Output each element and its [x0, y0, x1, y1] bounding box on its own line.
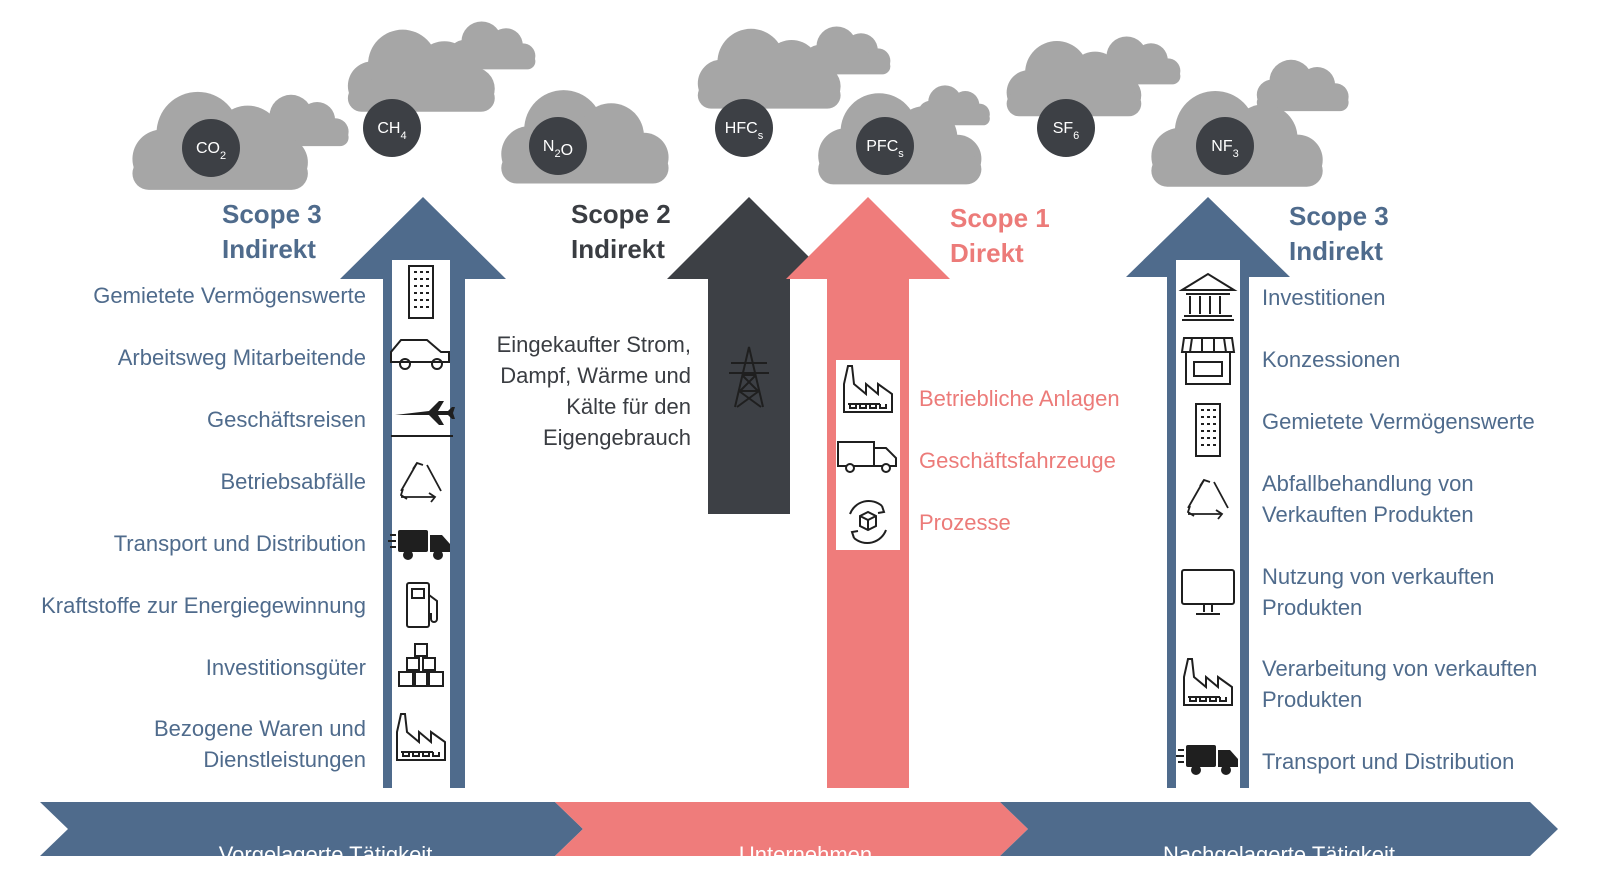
- scope3-left-item: Geschäftsreisen: [207, 407, 366, 432]
- power-pylon-icon: [723, 339, 775, 411]
- scope-title-line2: Indirekt: [222, 234, 316, 264]
- band-company: [555, 802, 1028, 856]
- scope-title-line2: Indirekt: [1289, 236, 1383, 266]
- band-downstream: [1000, 802, 1558, 856]
- band-upstream: [40, 802, 583, 856]
- svg-text:PFCs: PFCs: [866, 138, 904, 160]
- scope3-right-item: Verarbeitung von verkauften Produkten: [1262, 653, 1537, 715]
- left-icon-column: [387, 260, 455, 790]
- item-line1: Nutzung von verkauften: [1262, 564, 1495, 589]
- gas-circles: CO2 CH4 N2O HFCs PFCs SF6 NF3: [182, 99, 1254, 177]
- scope-title-line2: Indirekt: [571, 234, 665, 264]
- storefront-icon: [1180, 337, 1236, 385]
- svg-text:NF3: NF3: [1211, 138, 1238, 160]
- scope3-right-item: Nutzung von verkauften Produkten: [1262, 561, 1494, 623]
- gas-pfcs: PFCs: [856, 117, 914, 175]
- scope2-line: Eingekaufter Strom,: [496, 332, 691, 357]
- band-company-label: Unternehmen: [738, 842, 873, 867]
- scope2-line: Dampf, Wärme und: [500, 363, 691, 388]
- item-line2: Produkten: [1262, 687, 1363, 712]
- airplane-icon: [391, 401, 455, 437]
- scope3-right-item: Investitionen: [1262, 285, 1386, 310]
- gas-n2o: N2O: [529, 117, 587, 175]
- scope2-description: Eingekaufter Strom, Dampf, Wärme und Käl…: [497, 329, 691, 453]
- delivery-van-icon: [837, 441, 897, 473]
- process-cycle-icon: [849, 499, 887, 545]
- item-line2: Produkten: [1262, 595, 1363, 620]
- scope3-left-item: Transport und Distribution: [113, 531, 366, 556]
- gas-sf6: SF6: [1037, 99, 1095, 157]
- item-line2: Dienstleistungen: [203, 747, 366, 772]
- scope3-left-title: Scope 3 Indirekt: [222, 197, 322, 267]
- band-upstream-label: Vorgelagerte Tätigkeit: [218, 842, 433, 867]
- svg-text:SF6: SF6: [1053, 120, 1080, 142]
- scope3-left-item: Kraftstoffe zur Energiegewinnung: [41, 593, 366, 618]
- scope1-item: Prozesse: [919, 510, 1011, 535]
- item-line1: Verarbeitung von verkauften: [1262, 656, 1538, 681]
- bank-icon: [1178, 272, 1238, 321]
- gas-co2: CO2: [182, 119, 240, 177]
- scope1-item: Geschäftsfahrzeuge: [919, 448, 1116, 473]
- scope2-line: Eigengebrauch: [542, 425, 691, 450]
- scope3-right-item: Konzessionen: [1262, 347, 1401, 372]
- scope1-icons: [836, 360, 900, 550]
- scope2-title: Scope 2 Indirekt: [571, 197, 671, 267]
- monitor-icon: [1181, 569, 1235, 615]
- scope1-title: Scope 1 Direkt: [950, 201, 1050, 271]
- svg-text:N2O: N2O: [543, 138, 573, 160]
- scope-title-line1: Scope 1: [950, 203, 1050, 233]
- svg-text:HFCs: HFCs: [725, 120, 764, 142]
- gas-hfcs: HFCs: [715, 99, 773, 157]
- gas-nf3: NF3: [1196, 117, 1254, 175]
- item-line1: Bezogene Waren und: [154, 716, 366, 741]
- scope2-line: Kälte für den: [566, 394, 691, 419]
- scope3-right-title: Scope 3 Indirekt: [1289, 199, 1389, 269]
- band-downstream-label: Nachgelagerte Tätigkeit: [1163, 842, 1395, 867]
- item-line2: Verkauften Produkten: [1262, 502, 1474, 527]
- scope3-right-item: Transport und Distribution: [1262, 749, 1515, 774]
- scope-title-line1: Scope 3: [222, 199, 322, 229]
- scope3-left-item: Arbeitsweg Mitarbeitende: [117, 345, 366, 370]
- scope1-item: Betriebliche Anlagen: [919, 386, 1120, 411]
- scope3-left-item: Bezogene Waren und Dienstleistungen: [154, 713, 366, 775]
- scope3-right-item: Abfallbehandlung von Verkauften Produkte…: [1262, 468, 1474, 530]
- gas-ch4: CH4: [363, 99, 421, 157]
- scope-title-line1: Scope 2: [571, 199, 671, 229]
- scope3-left-item: Betriebsabfälle: [220, 469, 366, 494]
- scope-title-line2: Direkt: [950, 238, 1024, 268]
- scope3-left-item: Gemietete Vermögenswerte: [93, 283, 366, 308]
- boxes-icon: [398, 643, 444, 687]
- cloud: [1256, 59, 1349, 112]
- right-icon-column: [1175, 260, 1240, 788]
- fuel-pump-icon: [406, 582, 438, 628]
- car-icon: [390, 339, 450, 370]
- scope3-right-item: Gemietete Vermögenswerte: [1262, 409, 1535, 434]
- scope-title-line1: Scope 3: [1289, 201, 1389, 231]
- item-line1: Abfallbehandlung von: [1262, 471, 1474, 496]
- svg-text:CH4: CH4: [377, 120, 406, 142]
- svg-text:CO2: CO2: [196, 140, 226, 162]
- scope3-left-item: Investitionsgüter: [205, 655, 366, 680]
